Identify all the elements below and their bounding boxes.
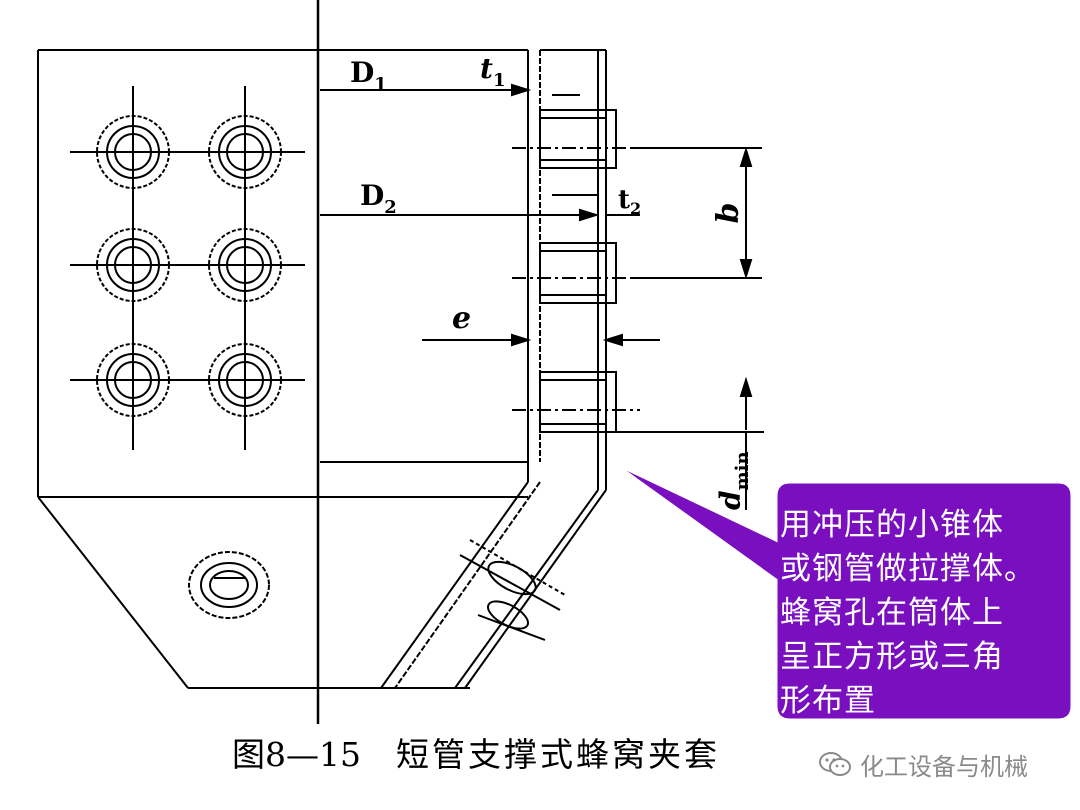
label-D1: D1 [350, 56, 387, 95]
watermark: 化工设备与机械 [818, 744, 1028, 784]
outlet-nozzle [188, 551, 270, 619]
dimension-lines [320, 83, 764, 510]
callout-line: 或钢管做拉撑体。 [780, 551, 1036, 587]
callout-bubble [611, 460, 1074, 722]
label-t2: t2 [618, 185, 641, 218]
callout-line: 形布置 [780, 683, 876, 719]
dimension-labels: D1 t1 D2 t2 b e dmin [350, 52, 753, 510]
figure-number: 图8—15 [232, 735, 361, 774]
callout-text: 用冲压的小锥体 或钢管做拉撑体。 蜂窝孔在筒体上 呈正方形或三角 形布置 [780, 503, 1070, 723]
shell-and-jacket [380, 49, 640, 689]
callout-line: 用冲压的小锥体 [780, 507, 1004, 543]
callout-line: 呈正方形或三角 [780, 639, 1004, 675]
label-D2: D2 [360, 179, 397, 218]
tube-hole-pattern [70, 86, 305, 450]
wechat-icon [819, 752, 851, 776]
vessel-outline [37, 0, 528, 724]
label-dmin: dmin [714, 451, 753, 510]
watermark-text: 化工设备与机械 [860, 752, 1028, 781]
label-t1: t1 [480, 52, 505, 91]
figure-title: 短管支撑式蜂窝夹套 [396, 735, 720, 774]
label-b: b [711, 203, 746, 224]
callout-line: 蜂窝孔在筒体上 [780, 595, 1004, 631]
label-e: e [452, 301, 471, 336]
